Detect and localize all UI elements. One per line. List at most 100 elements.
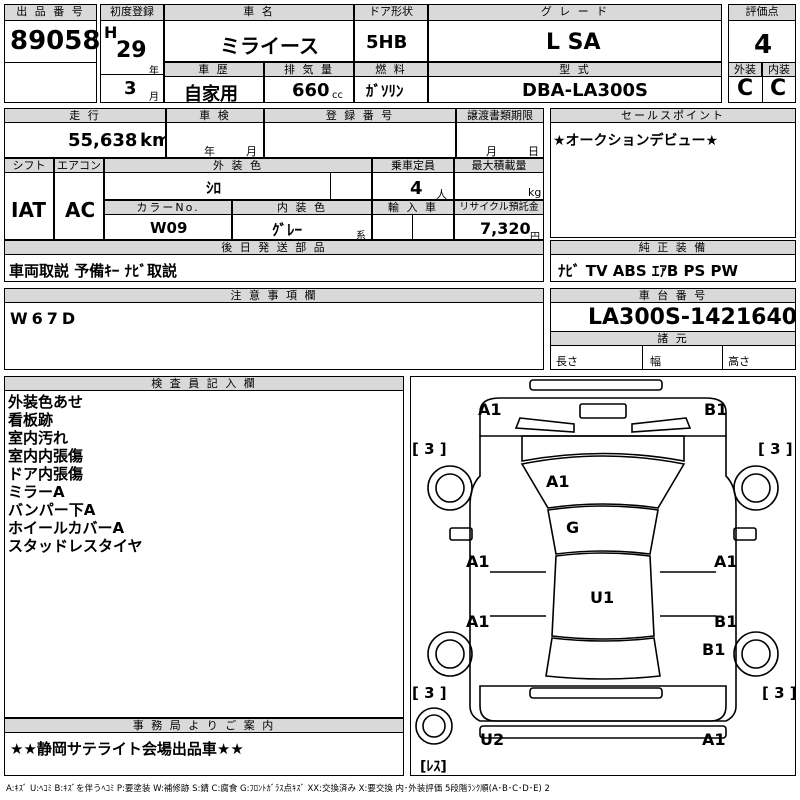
- first-reg-header: 初度登録: [100, 4, 164, 21]
- import-header: 輸 入 車: [372, 200, 454, 215]
- reg-year: 29: [116, 38, 147, 63]
- fuel-header: 燃 料: [354, 62, 428, 77]
- divider: [642, 346, 643, 370]
- transfer-day: 日: [528, 145, 539, 158]
- int-color-suffix: 系: [356, 231, 366, 242]
- rear-bumper: [479, 725, 727, 739]
- regno-header: 登 録 番 号: [264, 108, 456, 123]
- inspector-box: [4, 376, 404, 718]
- dmg-left-rear-door: A1: [466, 612, 490, 631]
- history-header: 車 歴: [164, 62, 264, 77]
- transfer-month: 月: [486, 145, 497, 158]
- lot-number: 89058: [10, 26, 101, 56]
- grade-header: グ レ ー ド: [428, 4, 722, 21]
- front-bumper: [529, 379, 663, 391]
- divider: [330, 173, 331, 200]
- fuel: ｶﾞｿﾘﾝ: [366, 82, 404, 100]
- equip-header: 純 正 装 備: [550, 240, 796, 255]
- car-diagram: [415, 379, 779, 745]
- sales-point: ★オークションデビュー★: [553, 133, 719, 149]
- specs-header: 諸 元: [550, 331, 796, 346]
- mileage-unit: km: [140, 130, 171, 151]
- car-name-header: 車 名: [164, 4, 354, 21]
- divider: [762, 77, 763, 103]
- inspector-header: 検 査 員 記 入 欄: [4, 376, 404, 391]
- load-unit: kg: [528, 186, 542, 199]
- office-header: 事 務 局 よ り ご 案 内: [4, 718, 404, 733]
- tire-fl: [427, 465, 473, 511]
- tire-fr-score: [ 3 ]: [758, 440, 793, 458]
- chassis-no: LA300S-1421640: [588, 305, 798, 330]
- office-note: ★★静岡サテライト会場出品車★★: [10, 740, 244, 758]
- front-lamp-left: [514, 417, 575, 433]
- diagram-box: [410, 376, 796, 776]
- chassis-header: 車 台 番 号: [550, 288, 796, 303]
- tire-rl-score: [ 3 ]: [412, 684, 447, 702]
- history: 自家用: [184, 84, 238, 105]
- tire-rl: [427, 631, 473, 677]
- notes: W67D: [10, 309, 80, 328]
- mileage: 55,638: [68, 130, 138, 151]
- reg-month: 3: [124, 78, 137, 99]
- int-color: ｸﾞﾚｰ: [272, 221, 303, 239]
- rear-lower-bumper: [529, 687, 663, 699]
- legend: A:ｷｽﾞ U:ﾍｺﾐ B:ｷｽﾞを伴うﾍｺﾐ P:要塗装 W:補修跡 S:錆 …: [6, 784, 550, 794]
- dmg-right-front-door: A1: [714, 552, 738, 571]
- lot-header: 出 品 番 号: [4, 4, 97, 21]
- recycle-header: リサイクル預託金: [454, 200, 544, 215]
- front-body: [479, 397, 727, 437]
- spec-height: 高さ: [728, 355, 750, 368]
- grade: L SA: [546, 30, 601, 55]
- spec-width: 幅: [650, 355, 661, 368]
- bonnet: [520, 455, 686, 509]
- spare-tire-inner: [422, 714, 446, 738]
- dmg-front-left: A1: [478, 400, 502, 419]
- laterparts-header: 後 日 発 送 部 品: [4, 240, 544, 255]
- windshield: [547, 505, 659, 555]
- aircon-header: エアコン: [54, 158, 104, 173]
- dmg-right-rear-door: B1: [714, 612, 738, 631]
- recycle-unit: 円: [530, 232, 540, 243]
- remark-item: 外装色あせ: [8, 393, 84, 411]
- score: 4: [754, 30, 773, 60]
- insp-year: 年: [204, 145, 215, 158]
- rear-body: [479, 685, 727, 722]
- dmg-roof: U1: [590, 588, 615, 607]
- remark-item: ホイールカバーA: [8, 519, 125, 537]
- salespoint-box: [550, 108, 796, 238]
- remark-item: 看板跡: [8, 411, 54, 429]
- roof: [551, 552, 655, 640]
- divider: [100, 74, 164, 75]
- load-header: 最大積載量: [454, 158, 544, 173]
- notes-header: 注 意 事 項 欄: [4, 288, 544, 303]
- tire-rr-inner: [741, 639, 771, 669]
- displacement: 660: [292, 80, 330, 101]
- ext-color: ｼﾛ: [206, 179, 222, 197]
- capacity-header: 乗車定員: [372, 158, 454, 173]
- genuine-equip: ﾅﾋﾞ TV ABS ｴｱB PS PW: [558, 262, 739, 280]
- color-no: W09: [150, 219, 188, 237]
- model-header: 型 式: [428, 62, 722, 77]
- tire-fr-inner: [741, 473, 771, 503]
- dmg-right-rear-fender: B1: [702, 640, 726, 659]
- spare-tire: [415, 707, 453, 745]
- dmg-left-front-door: A1: [466, 552, 490, 571]
- remark-item: ドア内張傷: [8, 465, 84, 483]
- divider: [722, 346, 723, 370]
- tire-fr: [733, 465, 779, 511]
- colorno-header: カラーNo.: [104, 200, 232, 215]
- front-grille: [579, 403, 627, 419]
- int-header: 内装: [762, 62, 796, 77]
- divider: [412, 215, 413, 240]
- remark-item: 室内内張傷: [8, 447, 84, 465]
- shift: IAT: [11, 198, 47, 222]
- hood: [521, 435, 685, 462]
- tire-rl-inner: [435, 639, 465, 669]
- capacity-unit: 人: [436, 188, 447, 201]
- remark-item: バンパー下A: [8, 501, 96, 519]
- score-header: 評価点: [728, 4, 796, 21]
- dmg-rear-right: A1: [702, 730, 726, 749]
- year-unit: 年: [149, 66, 159, 77]
- aircon: AC: [65, 198, 96, 222]
- disp-header: 排 気 量: [264, 62, 354, 77]
